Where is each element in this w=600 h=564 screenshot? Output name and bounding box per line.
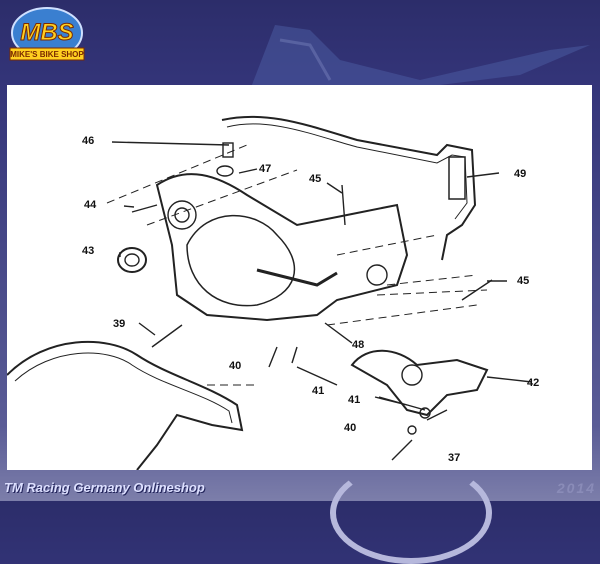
svg-text:MBS: MBS: [20, 19, 73, 46]
callout-45: 45: [517, 275, 530, 287]
callout-45: 45: [309, 173, 322, 185]
callout-41: 41: [348, 394, 361, 406]
callout-40: 40: [229, 360, 242, 372]
callout-47: 47: [259, 163, 272, 175]
callout-39: 39: [113, 318, 126, 330]
parts-diagram-panel: 46 47 45 49 44 43 45 39 48 40 41 42 41 4…: [7, 85, 592, 470]
callout-43: 43: [82, 245, 95, 257]
callout-44: 44: [84, 199, 97, 211]
footer-shop-name[interactable]: TM Racing Germany Onlineshop: [4, 480, 205, 495]
callout-40: 40: [344, 422, 357, 434]
background-wheel-decoration: [330, 462, 492, 564]
background-motorcycle-image: [250, 25, 590, 90]
callout-37: 37: [448, 452, 461, 464]
exploded-parts-drawing: [7, 115, 533, 470]
callout-42: 42: [527, 377, 540, 389]
callout-46: 46: [82, 135, 95, 147]
footer-year: 2014: [556, 480, 596, 496]
mbs-logo[interactable]: MBS MIKE'S BIKE SHOP: [8, 6, 86, 64]
svg-text:MIKE'S BIKE SHOP: MIKE'S BIKE SHOP: [10, 50, 84, 59]
callout-49: 49: [514, 168, 527, 180]
callout-48: 48: [352, 339, 365, 351]
callout-41: 41: [312, 385, 325, 397]
